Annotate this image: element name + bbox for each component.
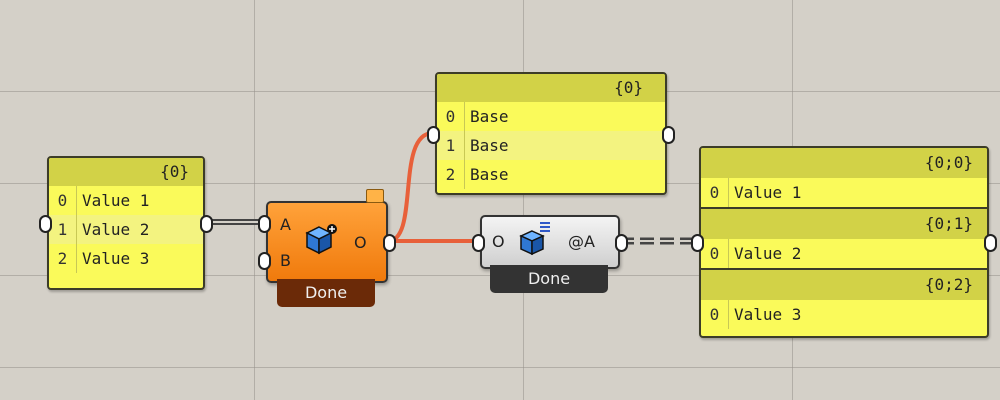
row-index: 0 (701, 239, 729, 268)
merge-output-label: O (354, 233, 367, 252)
merge-input-a-label: A (280, 215, 291, 234)
explode-status-bar: Done (490, 265, 608, 293)
base-panel-input-grip[interactable] (427, 126, 440, 144)
input-panel-output-grip[interactable] (200, 215, 213, 233)
merge-input-b-label: B (280, 251, 291, 270)
list-item: 0 Value 3 (701, 300, 987, 329)
input-panel-input-grip[interactable] (39, 215, 52, 233)
row-value: Base (470, 107, 509, 126)
explode-output-label: @A (568, 232, 595, 251)
branch-path-header: {0;0} (701, 148, 987, 178)
base-panel[interactable]: {0} 0 Base 1 Base 2 Base (435, 72, 667, 195)
output-panel-output-grip[interactable] (984, 234, 997, 252)
output-panel-input-grip[interactable] (691, 234, 704, 252)
list-item: 1 Base (437, 131, 665, 160)
cube-plus-icon (305, 224, 337, 255)
merge-output-grip[interactable] (383, 234, 396, 252)
branch-path-header: {0;2} (701, 268, 987, 300)
merge-component[interactable]: A B O (266, 189, 388, 283)
row-value: Value 3 (82, 249, 150, 268)
row-index: 1 (49, 215, 77, 244)
list-item: 0 Base (437, 102, 665, 131)
row-index: 0 (701, 178, 729, 207)
row-value: Value 1 (82, 191, 150, 210)
list-item: 2 Base (437, 160, 665, 189)
panel-path-header: {0} (437, 74, 665, 102)
panel-path-header: {0} (49, 158, 203, 186)
cube-list-icon (519, 222, 550, 256)
row-value: Base (470, 165, 509, 184)
output-panel[interactable]: {0;0} 0 Value 1 {0;1} 0 Value 2 {0;2} 0 … (699, 146, 989, 338)
merge-input-b-grip[interactable] (258, 252, 271, 270)
row-index: 2 (49, 244, 77, 273)
row-index: 0 (701, 300, 729, 329)
explode-tree-component[interactable]: O @A (480, 215, 620, 269)
list-item: 0 Value 1 (49, 186, 203, 215)
input-panel[interactable]: {0} 0 Value 1 1 Value 2 2 Value 3 (47, 156, 205, 290)
row-index: 1 (437, 131, 465, 160)
explode-input-grip[interactable] (472, 234, 485, 252)
list-item: 1 Value 2 (49, 215, 203, 244)
merge-status-bar: Done (277, 279, 375, 307)
merge-input-a-grip[interactable] (258, 215, 271, 233)
explode-output-grip[interactable] (615, 234, 628, 252)
row-value: Value 3 (734, 305, 802, 324)
row-value: Base (470, 136, 509, 155)
row-value: Value 1 (734, 183, 802, 202)
row-index: 0 (437, 102, 465, 131)
row-value: Value 2 (82, 220, 150, 239)
list-item: 0 Value 2 (701, 239, 987, 268)
list-item: 0 Value 1 (701, 178, 987, 207)
list-item: 2 Value 3 (49, 244, 203, 273)
row-value: Value 2 (734, 244, 802, 263)
branch-path-header: {0;1} (701, 207, 987, 239)
base-panel-output-grip[interactable] (662, 126, 675, 144)
row-index: 2 (437, 160, 465, 189)
explode-input-label: O (492, 232, 505, 251)
row-index: 0 (49, 186, 77, 215)
merge-flag-icon[interactable] (366, 189, 384, 203)
wire-merge-to-base[interactable] (387, 131, 434, 243)
